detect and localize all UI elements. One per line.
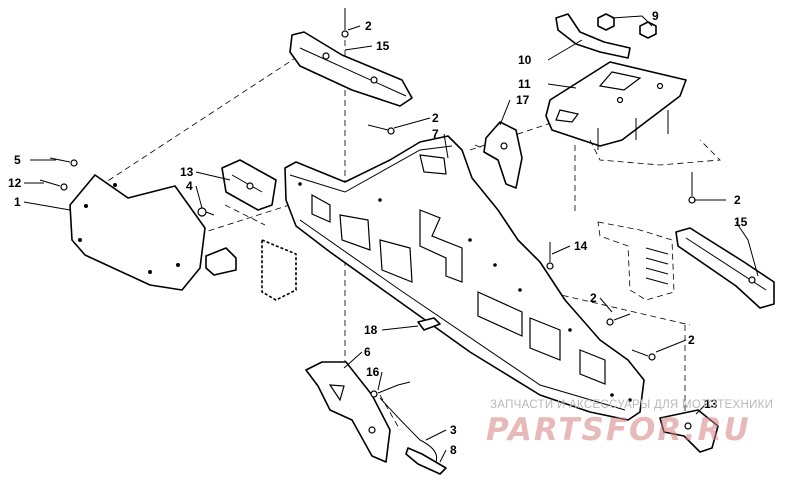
callout-6: 6	[364, 345, 371, 359]
callout-2d: 2	[590, 291, 597, 305]
callout-14: 14	[574, 239, 588, 253]
callout-2a: 2	[365, 19, 372, 33]
part-clamp-10	[555, 13, 631, 59]
part-rail-upper	[289, 31, 413, 107]
part-rivets-left	[39, 157, 78, 191]
part-mount-block-13b	[659, 409, 719, 453]
part-cable-assembly	[370, 381, 447, 475]
callout-3: 3	[450, 423, 457, 437]
callout-labels: 2 15 9 10 11 17 2 7 5 12 1 13 4 2 15 14 …	[8, 9, 748, 457]
callout-15b: 15	[734, 215, 748, 229]
callout-8: 8	[450, 443, 457, 457]
callout-5: 5	[14, 153, 21, 167]
callout-16: 16	[366, 365, 380, 379]
callout-13b: 13	[704, 397, 718, 411]
callout-11: 11	[518, 77, 531, 91]
callout-7: 7	[432, 127, 439, 141]
part-connector	[205, 239, 297, 301]
callout-13a: 13	[180, 165, 194, 179]
part-mount-block-13	[221, 159, 277, 211]
callout-12: 12	[8, 176, 22, 190]
part-bracket-17	[483, 121, 523, 189]
callout-17: 17	[516, 93, 530, 107]
part-main-frame	[284, 135, 645, 421]
callout-4: 4	[186, 179, 193, 193]
callout-2c: 2	[734, 193, 741, 207]
watermark-caption: ЗАПЧАСТИ И АКСЕССУАРЫ ДЛЯ МОТОТЕХНИКИ	[490, 399, 774, 411]
callout-1: 1	[14, 195, 21, 209]
callout-15a: 15	[376, 39, 390, 53]
part-nuts-9	[597, 13, 657, 39]
callout-2e: 2	[688, 333, 695, 347]
callout-10: 10	[518, 53, 532, 67]
part-screw	[197, 207, 215, 217]
callout-9: 9	[652, 9, 659, 23]
watermark-logo: PARTSFOR.RU	[486, 412, 751, 448]
part-rail-right	[675, 227, 775, 309]
part-plate-11	[545, 61, 721, 166]
part-bracket-6	[305, 361, 391, 463]
part-module-14	[597, 221, 675, 301]
part-pins-2	[341, 8, 696, 361]
callout-18: 18	[364, 323, 378, 337]
callout-2b: 2	[432, 111, 439, 125]
part-side-panel	[69, 174, 206, 291]
part-bar-18	[417, 317, 441, 331]
leader-lines	[23, 15, 759, 463]
